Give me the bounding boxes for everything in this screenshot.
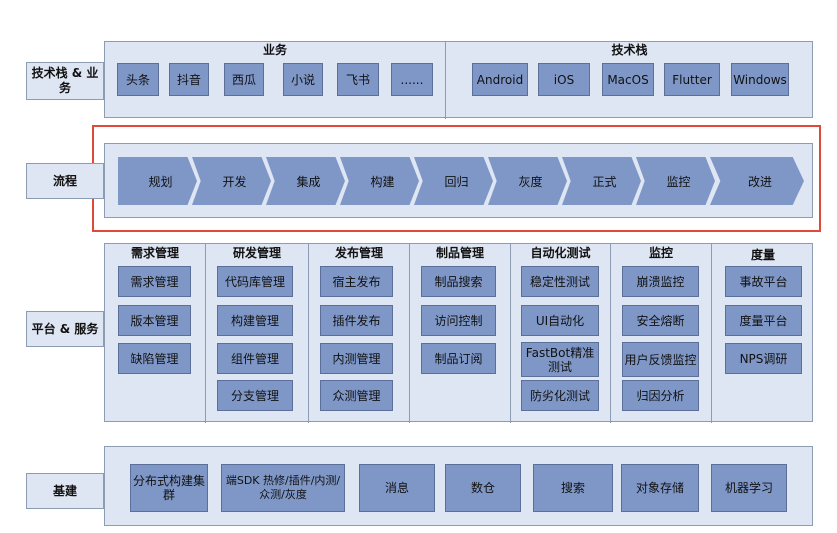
row-label-infra: 基建 (26, 473, 104, 509)
business-item: 小说 (283, 63, 323, 96)
business-item: ...... (391, 63, 433, 96)
infra-item: 机器学习 (711, 464, 787, 512)
business-item: 西瓜 (224, 63, 264, 96)
infra-item: 消息 (359, 464, 435, 512)
flow-step-label: 构建 (370, 174, 395, 189)
infra-item: 端SDK 热修/插件/内测/众测/灰度 (221, 464, 345, 512)
flow-step: 集成 (266, 157, 345, 205)
column-divider (510, 244, 511, 423)
column-divider (205, 244, 206, 423)
techstack-title: 技术栈 (611, 43, 648, 57)
platform-column-title: 自动化测试 (530, 246, 591, 260)
techstack-item: Flutter (664, 63, 720, 96)
infra-item: 搜索 (533, 464, 613, 512)
platform-item: 归因分析 (622, 380, 699, 411)
platform-item: 度量平台 (725, 305, 802, 336)
platform-item: 制品搜索 (421, 266, 496, 297)
platform-item: 插件发布 (320, 305, 393, 336)
platform-panel: 需求管理 需求管理 版本管理 缺陷管理 研发管理 代码库管理 构建管理 组件管理… (104, 243, 813, 423)
infra-item: 对象存储 (621, 464, 699, 512)
infra-item: 分布式构建集群 (130, 464, 208, 512)
platform-item: FastBot精准测试 (521, 342, 599, 377)
flow-step-label: 监控 (666, 174, 691, 189)
flow-step: 灰度 (488, 157, 567, 205)
business-item: 飞书 (337, 63, 379, 96)
techstack-item: Windows (731, 63, 789, 96)
business-tech-divider (445, 42, 446, 119)
platform-column-title: 制品管理 (435, 246, 484, 260)
flow-step: 改进 (710, 157, 804, 205)
platform-column-title: 度量 (750, 248, 775, 262)
techstack-item: MacOS (602, 63, 654, 96)
flow-step: 回归 (414, 157, 493, 205)
column-divider (308, 244, 309, 423)
platform-item: 众测管理 (320, 380, 393, 411)
row-label-flow: 流程 (26, 163, 104, 199)
tech-business-panel: 业务 技术栈 头条 抖音 西瓜 小说 飞书 ...... Android iOS… (104, 41, 813, 119)
platform-item: 代码库管理 (217, 266, 293, 297)
platform-item: 崩溃监控 (622, 266, 699, 297)
platform-item: UI自动化 (521, 305, 599, 336)
platform-item: 构建管理 (217, 305, 293, 336)
platform-item: 缺陷管理 (118, 343, 191, 374)
business-title: 业务 (262, 43, 287, 57)
platform-item: 防劣化测试 (521, 380, 599, 411)
platform-item: 内测管理 (320, 343, 393, 374)
business-item: 抖音 (169, 63, 209, 96)
flow-panel: 规划 开发 集成 构建 回归 灰度 正式 监控 改进 (104, 143, 813, 218)
platform-column-title: 监控 (648, 246, 673, 260)
column-divider (610, 244, 611, 423)
platform-item: 宿主发布 (320, 266, 393, 297)
platform-item: 稳定性测试 (521, 266, 599, 297)
infra-item: 数仓 (445, 464, 521, 512)
platform-item: 组件管理 (217, 343, 293, 374)
platform-item: 安全熔断 (622, 305, 699, 336)
platform-item: 制品订阅 (421, 343, 496, 374)
platform-item: 版本管理 (118, 305, 191, 336)
flow-step: 正式 (562, 157, 641, 205)
platform-item: NPS调研 (725, 343, 802, 374)
row-label-tech-business: 技术栈 & 业务 (26, 62, 104, 100)
flow-step: 规划 (118, 157, 197, 205)
column-divider (711, 244, 712, 423)
platform-column-title: 需求管理 (130, 246, 179, 260)
column-divider (409, 244, 410, 423)
flow-step: 开发 (192, 157, 271, 205)
flow-step-label: 正式 (592, 174, 617, 189)
flow-step: 构建 (340, 157, 419, 205)
flow-step-label: 回归 (444, 174, 469, 189)
flow-step-label: 集成 (296, 174, 321, 189)
platform-item: 事故平台 (725, 266, 802, 297)
flow-step-label: 改进 (747, 174, 772, 189)
flow-step-label: 灰度 (518, 174, 543, 189)
flow-step-label: 开发 (222, 174, 247, 189)
techstack-item: iOS (538, 63, 590, 96)
infra-panel: 分布式构建集群 端SDK 热修/插件/内测/众测/灰度 消息 数仓 搜索 对象存… (104, 446, 813, 526)
platform-column-title: 研发管理 (232, 246, 281, 260)
platform-item: 需求管理 (118, 266, 191, 297)
platform-item: 分支管理 (217, 380, 293, 411)
flow-step: 监控 (636, 157, 715, 205)
platform-column-title: 发布管理 (334, 246, 383, 260)
flow-step-label: 规划 (148, 174, 173, 189)
business-item: 头条 (117, 63, 159, 96)
row-label-platform: 平台 & 服务 (26, 311, 104, 347)
platform-item: 访问控制 (421, 305, 496, 336)
techstack-item: Android (472, 63, 528, 96)
platform-item: 用户反馈监控 (622, 342, 699, 377)
